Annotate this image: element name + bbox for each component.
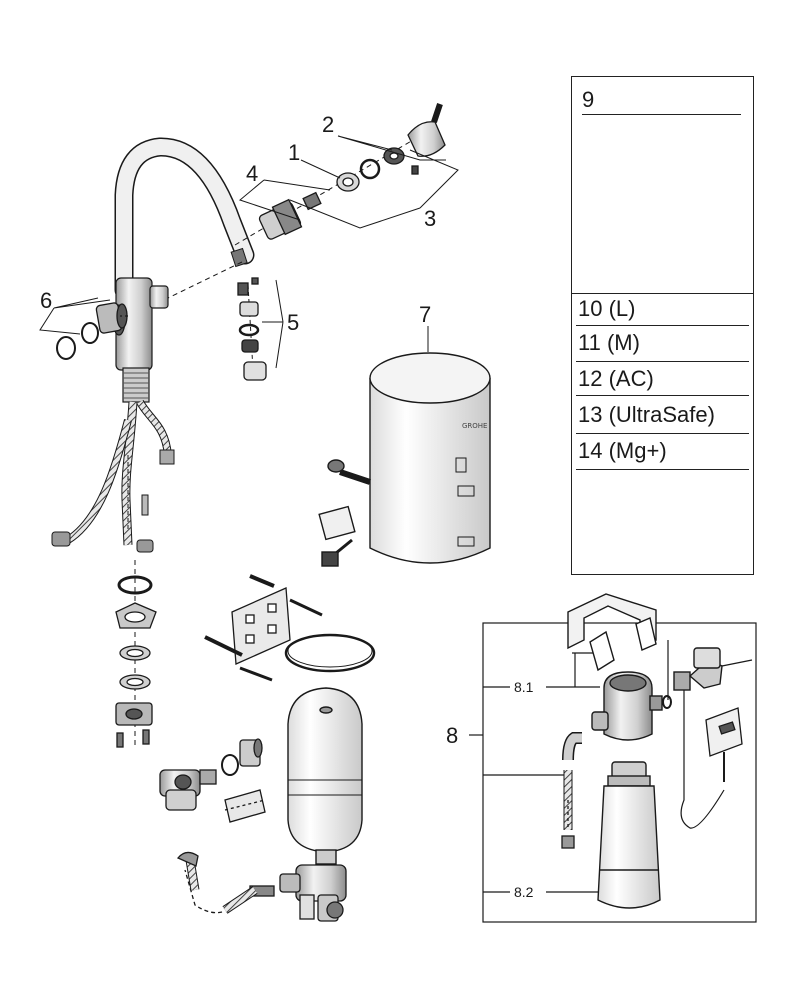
variant-label-12: 12 (AC) bbox=[578, 366, 654, 391]
variant-label-13: 13 (UltraSafe) bbox=[578, 402, 715, 427]
variant-divider bbox=[576, 361, 749, 362]
filter-cartridge bbox=[597, 761, 661, 909]
safety-valve-group bbox=[176, 851, 347, 922]
callout-3: 3 bbox=[424, 206, 437, 231]
callout-8-2: 8.2 bbox=[514, 884, 534, 900]
variant-divider bbox=[576, 433, 749, 434]
callout-8: 8 bbox=[446, 723, 459, 748]
filter-head-bracket bbox=[567, 593, 657, 672]
callout-6: 6 bbox=[40, 288, 53, 313]
variant-label-11: 11 (M) bbox=[578, 330, 640, 355]
callout-5: 5 bbox=[287, 310, 300, 335]
faucet-supply-hoses bbox=[51, 399, 175, 553]
filter-system-frame bbox=[469, 622, 757, 923]
filter-leak-sensor bbox=[680, 690, 743, 829]
callout-8-1: 8.1 bbox=[514, 679, 534, 695]
callout-7: 7 bbox=[419, 302, 432, 327]
filter-head bbox=[591, 647, 753, 741]
faucet-spout bbox=[114, 137, 255, 300]
faucet-mounting-kit bbox=[115, 560, 157, 748]
faucet-body bbox=[112, 261, 243, 403]
tee-connectors bbox=[159, 738, 266, 823]
callout-1: 1 bbox=[288, 140, 301, 165]
box9-title: 9 bbox=[582, 87, 595, 112]
variant-label-14: 14 (Mg+) bbox=[578, 438, 667, 463]
cartridge-handle-parts bbox=[234, 103, 446, 246]
variant-divider bbox=[576, 395, 749, 396]
box9-divider bbox=[582, 114, 741, 115]
wall-bracket bbox=[204, 574, 376, 682]
svg-text:GROHE: GROHE bbox=[462, 422, 487, 430]
box-separator bbox=[572, 293, 753, 294]
callout-4: 4 bbox=[246, 161, 259, 186]
variant-divider bbox=[576, 469, 749, 470]
spray-head-parts bbox=[237, 277, 267, 381]
variant-label-10: 10 (L) bbox=[578, 296, 636, 321]
expansion-vessel bbox=[287, 687, 363, 865]
variant-divider bbox=[576, 325, 749, 326]
boiler-tank: GROHE bbox=[318, 352, 491, 567]
filter-hose bbox=[561, 732, 582, 849]
spare-parts-box: 9 10 (L) 11 (M) 12 (AC) 13 (UltraSafe) 1… bbox=[571, 76, 754, 575]
callout-2: 2 bbox=[322, 112, 335, 137]
